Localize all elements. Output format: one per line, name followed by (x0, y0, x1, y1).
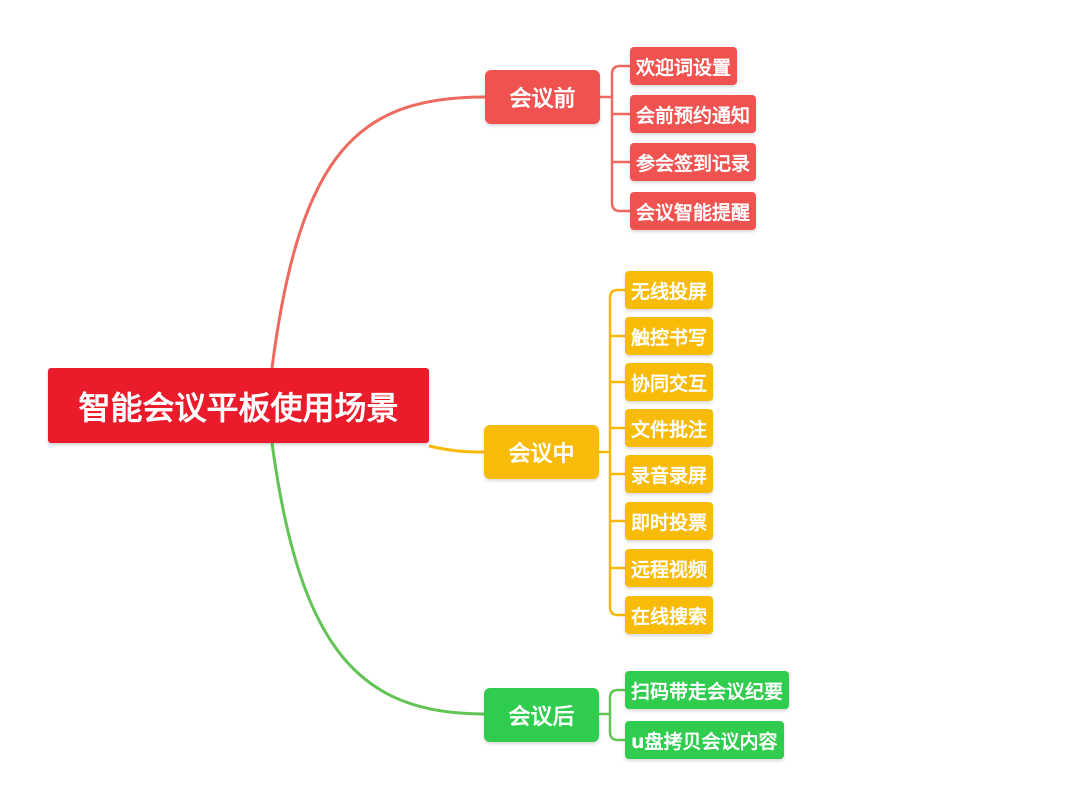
leaf-checkin-record[interactable]: 参会签到记录 (630, 143, 757, 181)
leaf-touch-writing[interactable]: 触控书写 (625, 317, 714, 355)
leaf-instant-voting[interactable]: 即时投票 (625, 502, 714, 540)
bracket-before (600, 64, 630, 213)
leaf-pre-meeting-notice[interactable]: 会前预约通知 (630, 95, 757, 133)
leaf-usb-copy[interactable]: u盘拷贝会议内容 (625, 721, 784, 759)
connector-root-after (270, 442, 485, 716)
leaf-scan-minutes[interactable]: 扫码带走会议纪要 (625, 671, 790, 709)
branch-during-meeting[interactable]: 会议中 (484, 425, 599, 479)
leaf-collaboration[interactable]: 协同交互 (625, 363, 714, 401)
leaf-recording[interactable]: 录音录屏 (625, 455, 714, 493)
leaf-smart-reminder[interactable]: 会议智能提醒 (630, 192, 757, 230)
bracket-during (599, 288, 625, 617)
bracket-after (599, 688, 625, 742)
root-topic[interactable]: 智能会议平板使用场景 (48, 368, 429, 443)
connector-root-during (428, 444, 485, 454)
leaf-online-search[interactable]: 在线搜索 (625, 596, 714, 634)
branch-after-meeting[interactable]: 会议后 (484, 688, 599, 742)
leaf-welcome-message[interactable]: 欢迎词设置 (630, 47, 738, 85)
branch-before-meeting[interactable]: 会议前 (485, 70, 600, 124)
leaf-remote-video[interactable]: 远程视频 (625, 549, 714, 587)
connector-root-before (270, 95, 486, 369)
leaf-wireless-casting[interactable]: 无线投屏 (625, 271, 714, 309)
leaf-file-annotation[interactable]: 文件批注 (625, 409, 714, 447)
